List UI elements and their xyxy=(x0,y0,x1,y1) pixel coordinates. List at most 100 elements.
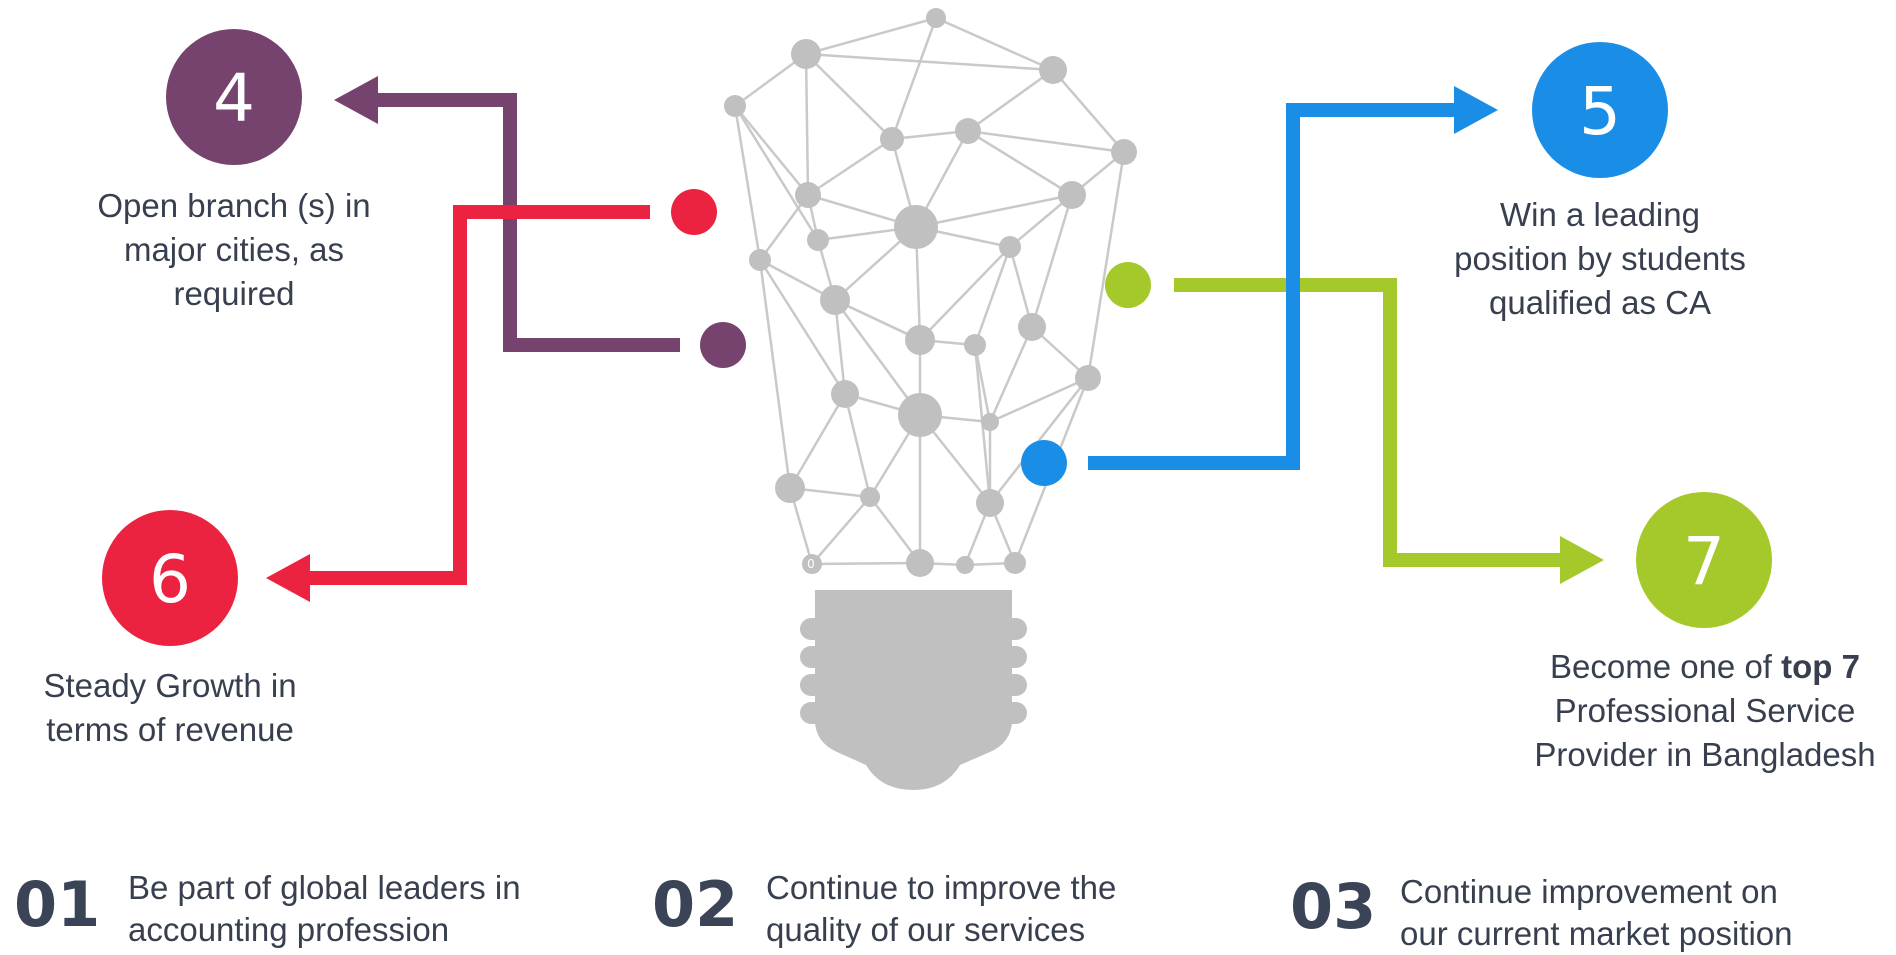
bulb-edge xyxy=(758,259,792,489)
goal-caption-line: terms of revenue xyxy=(46,711,294,748)
bulb-edge xyxy=(811,561,921,566)
bulb-edge xyxy=(1030,194,1074,328)
connector-blue xyxy=(1088,103,1462,470)
bulb-node xyxy=(898,393,942,437)
node-purple xyxy=(700,322,746,368)
arrowhead-red xyxy=(266,554,310,602)
bulb-edge xyxy=(811,496,871,565)
bulb-node xyxy=(1039,56,1067,84)
arrowhead-green xyxy=(1560,536,1604,584)
bulb-node xyxy=(775,473,805,503)
bulb-node xyxy=(905,325,935,355)
bulb-edge xyxy=(988,326,1034,423)
bulb-node xyxy=(964,334,986,356)
goal-caption-line: required xyxy=(173,275,295,312)
bulb-edge xyxy=(804,53,810,196)
bulb-edge xyxy=(1086,151,1126,379)
goal-caption-line: qualified as CA xyxy=(1489,284,1711,321)
step-text: Continue improvement on our current mark… xyxy=(1400,871,1793,955)
bulb-small-label: 0 xyxy=(807,557,815,571)
step-number: 03 xyxy=(1290,870,1377,943)
step-text: Be part of global leaders in accounting … xyxy=(128,867,521,951)
bulb-node xyxy=(749,249,771,271)
goal-caption-7: Become one of top 7 Professional Service… xyxy=(1520,645,1890,777)
bulb-node xyxy=(981,413,999,431)
bulb-edge xyxy=(919,246,1011,341)
bulb-node xyxy=(802,554,822,574)
bulb-edge xyxy=(733,105,762,261)
step-text-line: our current market position xyxy=(1400,915,1793,952)
goal-circle-5 xyxy=(1532,42,1668,178)
bulb-node xyxy=(1018,313,1046,341)
goal-number-7: 7 xyxy=(1683,523,1725,600)
goal-circle-6 xyxy=(102,510,238,646)
bulb-edge xyxy=(967,129,1073,197)
goal-caption-line: Steady Growth in xyxy=(43,667,297,704)
step-text-line: Continue improvement on xyxy=(1400,873,1778,910)
bulb-edge xyxy=(788,393,847,489)
goal-caption-line: Provider in Bangladesh xyxy=(1534,736,1876,773)
step-text-line: Be part of global leaders in xyxy=(128,869,521,906)
arrowhead-purple xyxy=(334,76,378,124)
bulb-network-nodes xyxy=(724,8,1137,577)
bulb-base xyxy=(800,590,1027,790)
bulb-edge xyxy=(967,129,1125,154)
goal-caption-5: Win a leading position by students quali… xyxy=(1410,193,1790,325)
goal-number-6: 6 xyxy=(149,541,191,618)
bulb-node xyxy=(1111,139,1137,165)
bulb-edge xyxy=(805,52,1054,72)
bulb-node xyxy=(795,182,821,208)
bulb-node xyxy=(880,127,904,151)
goal-caption-4: Open branch (s) in major cities, as requ… xyxy=(54,184,414,316)
bulb-node xyxy=(999,236,1021,258)
goal-caption-line: position by students xyxy=(1454,240,1746,277)
connector-green xyxy=(1174,278,1568,567)
bulb-edge xyxy=(973,344,992,423)
node-green xyxy=(1105,262,1151,308)
goal-caption-line: Professional Service xyxy=(1554,692,1856,729)
bulb-edge xyxy=(915,193,1073,229)
goal-circle-7 xyxy=(1636,492,1772,628)
bulb-edge xyxy=(733,105,820,241)
bulb-edge xyxy=(890,17,938,140)
bulb-node xyxy=(724,95,746,117)
bulb-node xyxy=(956,556,974,574)
bulb-node xyxy=(976,489,1004,517)
goal-caption-line: Open branch (s) in xyxy=(97,187,371,224)
goal-caption-line: major cities, as xyxy=(123,231,345,268)
bulb-edge xyxy=(833,299,847,395)
bulb-edge xyxy=(805,53,893,140)
node-red xyxy=(671,189,717,235)
bulb-edge xyxy=(834,298,921,342)
bulb-edge xyxy=(973,246,1012,346)
bulb-node xyxy=(831,380,859,408)
step-text-line: Continue to improve the xyxy=(766,869,1117,906)
bulb-node xyxy=(1004,552,1026,574)
goal-caption-bold: top 7 xyxy=(1781,648,1860,685)
bulb-edge xyxy=(833,299,922,416)
step-number: 01 xyxy=(14,868,101,941)
step-text-line: accounting profession xyxy=(128,911,450,948)
bulb-node xyxy=(807,229,829,251)
step-text: Continue to improve the quality of our s… xyxy=(766,867,1116,951)
bulb-node xyxy=(791,39,821,69)
goal-number-4: 4 xyxy=(213,60,255,137)
goal-number-5: 5 xyxy=(1579,73,1621,150)
bulb-node xyxy=(926,8,946,28)
goal-caption-line: Win a leading xyxy=(1500,196,1700,233)
step-number: 02 xyxy=(652,868,739,941)
bulb-node xyxy=(955,118,981,144)
arrowhead-blue xyxy=(1454,86,1498,134)
bulb-edge xyxy=(807,137,893,197)
bulb-edge xyxy=(734,105,809,196)
bulb-edge xyxy=(758,194,810,261)
goal-caption-line-1: Become one of top 7 xyxy=(1520,645,1890,689)
goal-circle-4 xyxy=(166,29,302,165)
bulb-node xyxy=(1058,181,1086,209)
bulb-edge xyxy=(758,259,847,395)
bulb-edge xyxy=(935,16,1054,72)
bulb-node xyxy=(820,285,850,315)
connector-purple xyxy=(370,93,680,352)
bulb-edge xyxy=(805,16,937,56)
